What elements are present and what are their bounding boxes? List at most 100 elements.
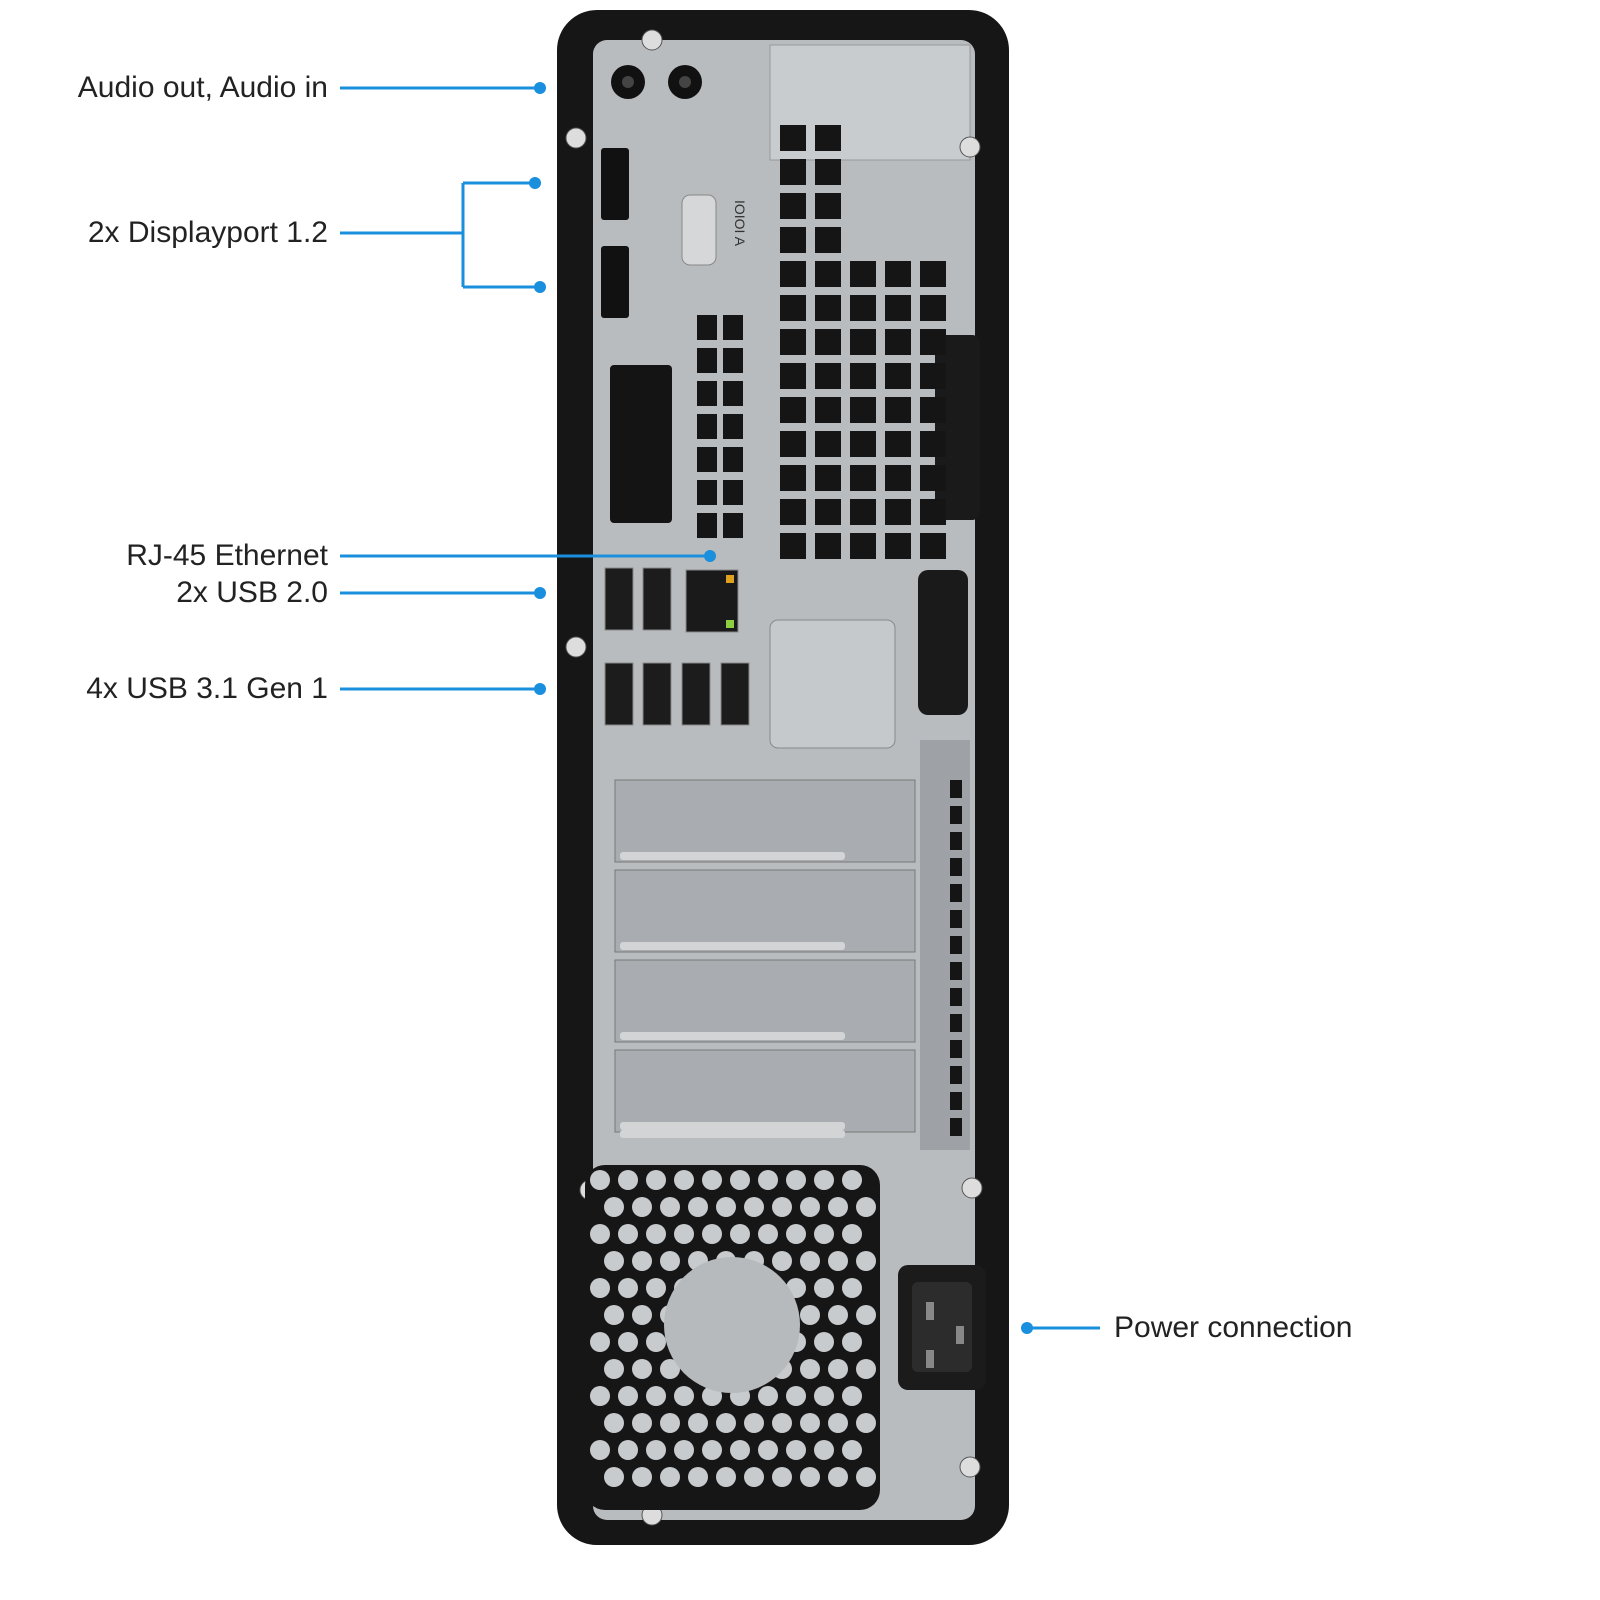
fan-hole [660,1359,680,1379]
fan-hole [604,1305,624,1325]
fan-hole [604,1359,624,1379]
vent-hole [950,832,962,850]
fan-hole [618,1440,638,1460]
fan-hole [646,1170,666,1190]
fan-hole [604,1467,624,1487]
fan-hole [688,1467,708,1487]
vent-hole [697,447,717,472]
fan-hole [856,1413,876,1433]
callout-dot [534,683,546,695]
vent-hole [815,295,841,321]
fan-hole [814,1224,834,1244]
vent-hole [780,363,806,389]
fan-hole [828,1467,848,1487]
fan-hole [604,1413,624,1433]
fan-hole [828,1305,848,1325]
vent-hole [950,858,962,876]
fan-hole [800,1251,820,1271]
vent-hole [920,499,946,525]
fan-hole [660,1251,680,1271]
vent-hole [723,513,743,538]
vent-hole [780,465,806,491]
fan-hole [814,1386,834,1406]
vent-hole [885,533,911,559]
vent-hole [850,295,876,321]
fan-hole [814,1278,834,1298]
fan-hole [618,1332,638,1352]
callout-dot [1021,1322,1033,1334]
fan-hole [688,1197,708,1217]
callout-usb2: 2x USB 2.0 [176,576,328,609]
vent-hole [815,499,841,525]
fan-hole [842,1386,862,1406]
vent-hole [780,397,806,423]
fan-hole [842,1332,862,1352]
fan-hole [660,1413,680,1433]
fan-hole [800,1305,820,1325]
fan-hole [730,1440,750,1460]
fan-hole [842,1224,862,1244]
fan-hole [702,1224,722,1244]
power-pin [926,1350,934,1368]
screw [565,127,587,149]
slot-cover [614,1049,916,1133]
callout-line [340,181,540,289]
callout-dot [534,82,546,94]
serial-label: IOIOI A [732,200,748,247]
vent-hole [723,480,743,505]
vent-hole [920,397,946,423]
vent-hole [920,261,946,287]
fan-hole [590,1278,610,1298]
callout-dot [529,177,541,189]
vent-hole [723,348,743,373]
fan-hole [660,1197,680,1217]
vent-hole [815,363,841,389]
ethernet-led [726,575,734,583]
vent-hole [697,381,717,406]
audio-jack-hole [622,76,634,88]
vent-hole [780,295,806,321]
vent-hole [780,125,806,151]
audio-jack-hole [679,76,691,88]
vent-hole [950,988,962,1006]
fan-hole [758,1440,778,1460]
callout-dot [534,281,546,293]
usb-3-port [720,662,750,726]
vent-hole [950,1092,962,1110]
vent-hole [815,397,841,423]
vent-hole [920,431,946,457]
fan-hole [772,1251,792,1271]
fan-hole [632,1359,652,1379]
vent-hole [815,533,841,559]
callout-ethernet: RJ-45 Ethernet [126,539,328,572]
vent-hole [920,295,946,321]
fan-hole [730,1170,750,1190]
vent-hole [815,193,841,219]
vent-hole [780,193,806,219]
vent-hole [885,295,911,321]
fan-hole [814,1440,834,1460]
fan-hole [842,1440,862,1460]
fan-hole [716,1467,736,1487]
fan-hole [632,1305,652,1325]
displayport [601,246,629,318]
fan-hole [618,1170,638,1190]
vent-grilles [697,125,946,559]
callout-displayport: 2x Displayport 1.2 [87,216,328,249]
usb-3-port [681,662,711,726]
vent-hole [780,227,806,253]
usb-3-port [642,662,672,726]
vent-hole [920,363,946,389]
fan-hole [646,1386,666,1406]
vent-hole [723,315,743,340]
vent-hole [850,397,876,423]
callout-power: Power connection [1114,1311,1353,1344]
vent-hole [885,261,911,287]
fan-hole [856,1251,876,1271]
fan-hole [758,1386,778,1406]
fan-hole [856,1467,876,1487]
power-pin [926,1302,934,1320]
fan-hole [786,1440,806,1460]
